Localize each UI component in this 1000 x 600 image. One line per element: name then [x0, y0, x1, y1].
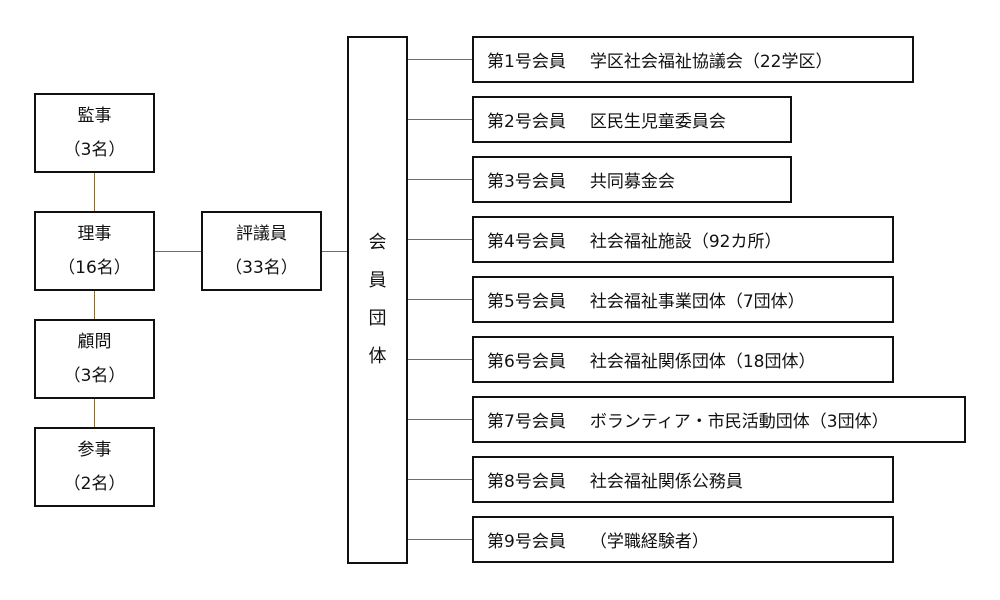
member-box-8: 第8号会員 社会福祉関係公務員: [472, 456, 894, 503]
member-description: 共同募金会: [589, 172, 675, 192]
member-description: 社会福祉施設（92カ所）: [589, 232, 782, 252]
auditor-title: 監事: [77, 106, 112, 126]
connector-member-2: [408, 119, 472, 120]
trustee-box: 評議員 （33名）: [201, 211, 322, 291]
connector-auditor-director: [94, 173, 95, 211]
member-group-char: 会: [368, 232, 387, 253]
connector-advisor-counselor: [94, 399, 95, 427]
member-group-char: 団: [368, 308, 387, 329]
connector-director-trustee: [155, 251, 201, 252]
connector-member-4: [408, 239, 472, 240]
member-box-6: 第6号会員 社会福祉関係団体（18団体）: [472, 336, 894, 383]
director-count: （16名）: [58, 258, 131, 278]
connector-member-6: [408, 359, 472, 360]
member-number: 第8号会員: [487, 472, 566, 492]
advisor-count: （3名）: [63, 366, 126, 386]
member-description: 社会福祉事業団体（7団体）: [589, 292, 805, 312]
member-number: 第5号会員: [487, 292, 566, 312]
auditor-box: 監事 （3名）: [34, 93, 155, 173]
connector-trustee-group: [322, 251, 347, 252]
member-number: 第9号会員: [487, 532, 566, 552]
member-number: 第6号会員: [487, 352, 566, 372]
counselor-count: （2名）: [63, 474, 126, 494]
member-number: 第2号会員: [487, 112, 566, 132]
member-description: （学職経験者）: [589, 532, 709, 552]
connector-member-5: [408, 299, 472, 300]
member-number: 第3号会員: [487, 172, 566, 192]
member-box-7: 第7号会員 ボランティア・市民活動団体（3団体）: [472, 396, 966, 443]
member-description: ボランティア・市民活動団体（3団体）: [589, 412, 889, 432]
member-box-4: 第4号会員 社会福祉施設（92カ所）: [472, 216, 894, 263]
connector-member-3: [408, 179, 472, 180]
member-description: 区民生児童委員会: [589, 112, 726, 132]
trustee-count: （33名）: [225, 258, 298, 278]
advisor-title: 顧問: [77, 332, 112, 352]
counselor-box: 参事 （2名）: [34, 427, 155, 507]
member-box-3: 第3号会員 共同募金会: [472, 156, 792, 203]
member-group-box: 会 員 団 体: [347, 36, 408, 564]
member-box-2: 第2号会員 区民生児童委員会: [472, 96, 792, 143]
advisor-box: 顧問 （3名）: [34, 319, 155, 399]
connector-member-1: [408, 59, 472, 60]
member-number: 第7号会員: [487, 412, 566, 432]
member-group-char: 体: [368, 346, 387, 367]
connector-member-9: [408, 539, 472, 540]
connector-member-8: [408, 479, 472, 480]
trustee-title: 評議員: [236, 224, 287, 244]
counselor-title: 参事: [77, 440, 112, 460]
director-title: 理事: [77, 224, 112, 244]
member-number: 第4号会員: [487, 232, 566, 252]
member-description: 社会福祉関係公務員: [589, 472, 743, 492]
member-number: 第1号会員: [487, 52, 566, 72]
director-box: 理事 （16名）: [34, 211, 155, 291]
member-group-char: 員: [368, 270, 387, 291]
connector-director-advisor: [94, 291, 95, 319]
member-box-9: 第9号会員 （学職経験者）: [472, 516, 894, 563]
member-description: 学区社会福祉協議会（22学区）: [589, 52, 833, 72]
member-box-1: 第1号会員 学区社会福祉協議会（22学区）: [472, 36, 914, 83]
connector-member-7: [408, 419, 472, 420]
auditor-count: （3名）: [63, 140, 126, 160]
member-description: 社会福祉関係団体（18団体）: [589, 352, 816, 372]
member-box-5: 第5号会員 社会福祉事業団体（7団体）: [472, 276, 894, 323]
